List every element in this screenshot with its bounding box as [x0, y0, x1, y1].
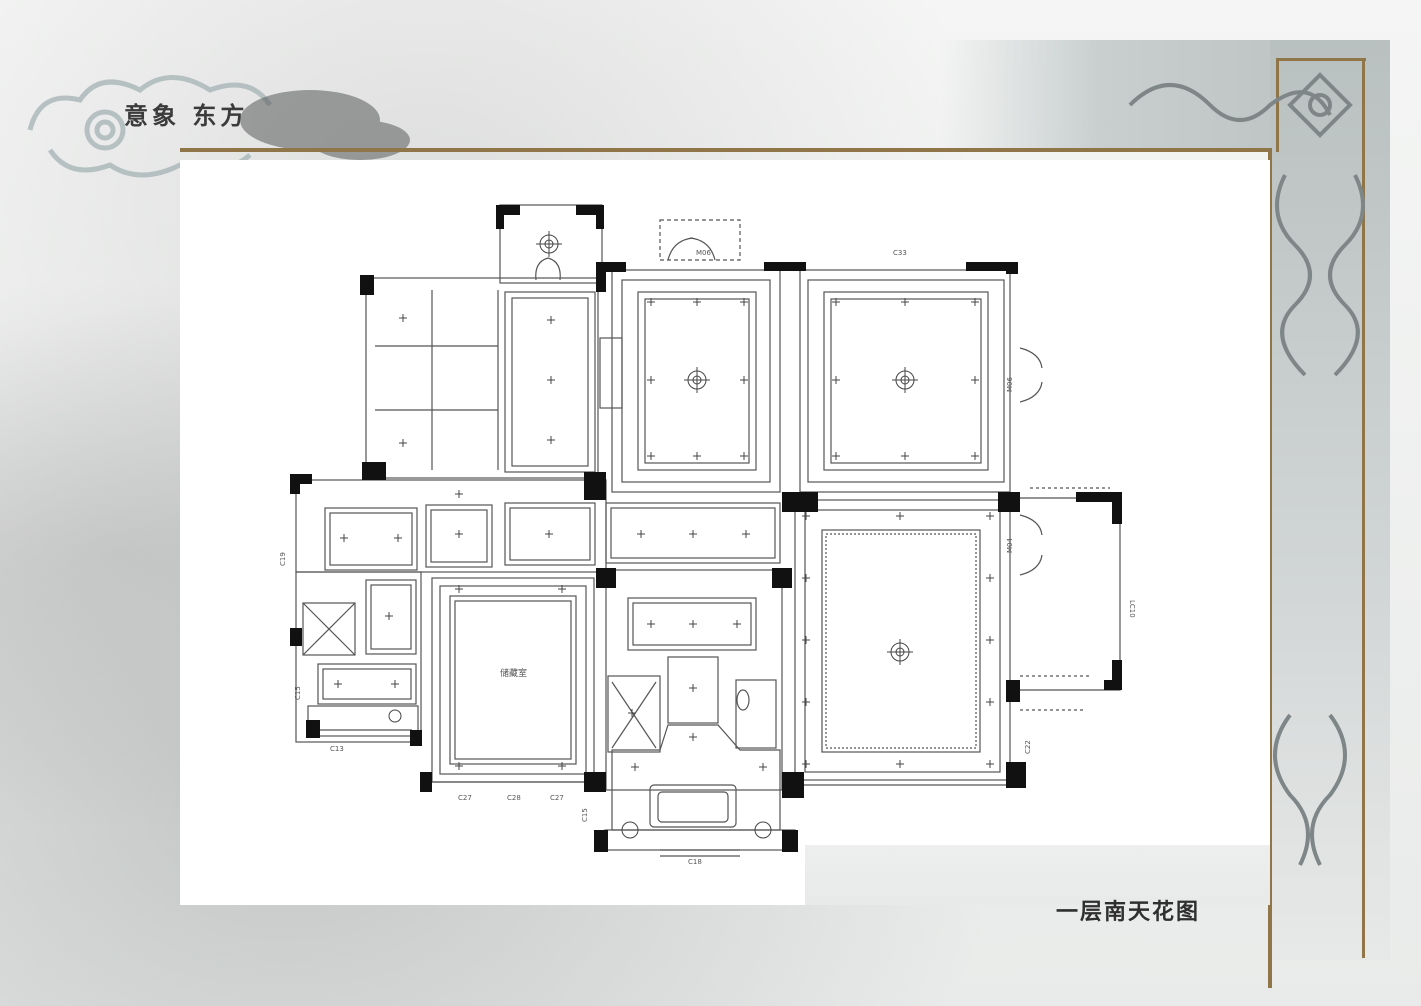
sheet-notch: [805, 845, 1270, 905]
label-m04: M04: [1006, 538, 1014, 553]
frame-gold-line: [1276, 58, 1279, 152]
label-c22: C22: [1024, 740, 1032, 754]
label-c13: C13: [330, 745, 344, 753]
label-c27-left: C27: [458, 794, 472, 802]
label-c15-left: C15: [294, 686, 302, 700]
frame-gold-line: [180, 148, 1270, 152]
cloud-ornament: [27, 75, 410, 178]
frame-gold-line: [1276, 58, 1366, 61]
drawing-caption: 一层南天花图: [1056, 899, 1201, 925]
label-c33: C33: [893, 249, 907, 257]
label-c19: C19: [279, 552, 287, 566]
label-c28: C28: [507, 794, 521, 802]
label-m06-top: M06: [696, 249, 711, 257]
label-c18: C18: [688, 858, 702, 866]
frame-gold-line: [1268, 148, 1272, 988]
room-outline: [365, 277, 599, 479]
label-lc10: LC10: [1128, 600, 1136, 618]
frame-gold-line: [1362, 58, 1365, 958]
label-c15-bottom: C15: [581, 808, 589, 822]
page-title: 意象 东方: [124, 101, 249, 130]
room-mark: 储藏室: [500, 667, 527, 679]
scroll-ornament: [1128, 72, 1365, 866]
label-c27-right: C27: [550, 794, 564, 802]
marble-frame-right: [1270, 40, 1390, 960]
label-m06-right: M06: [1006, 377, 1014, 392]
